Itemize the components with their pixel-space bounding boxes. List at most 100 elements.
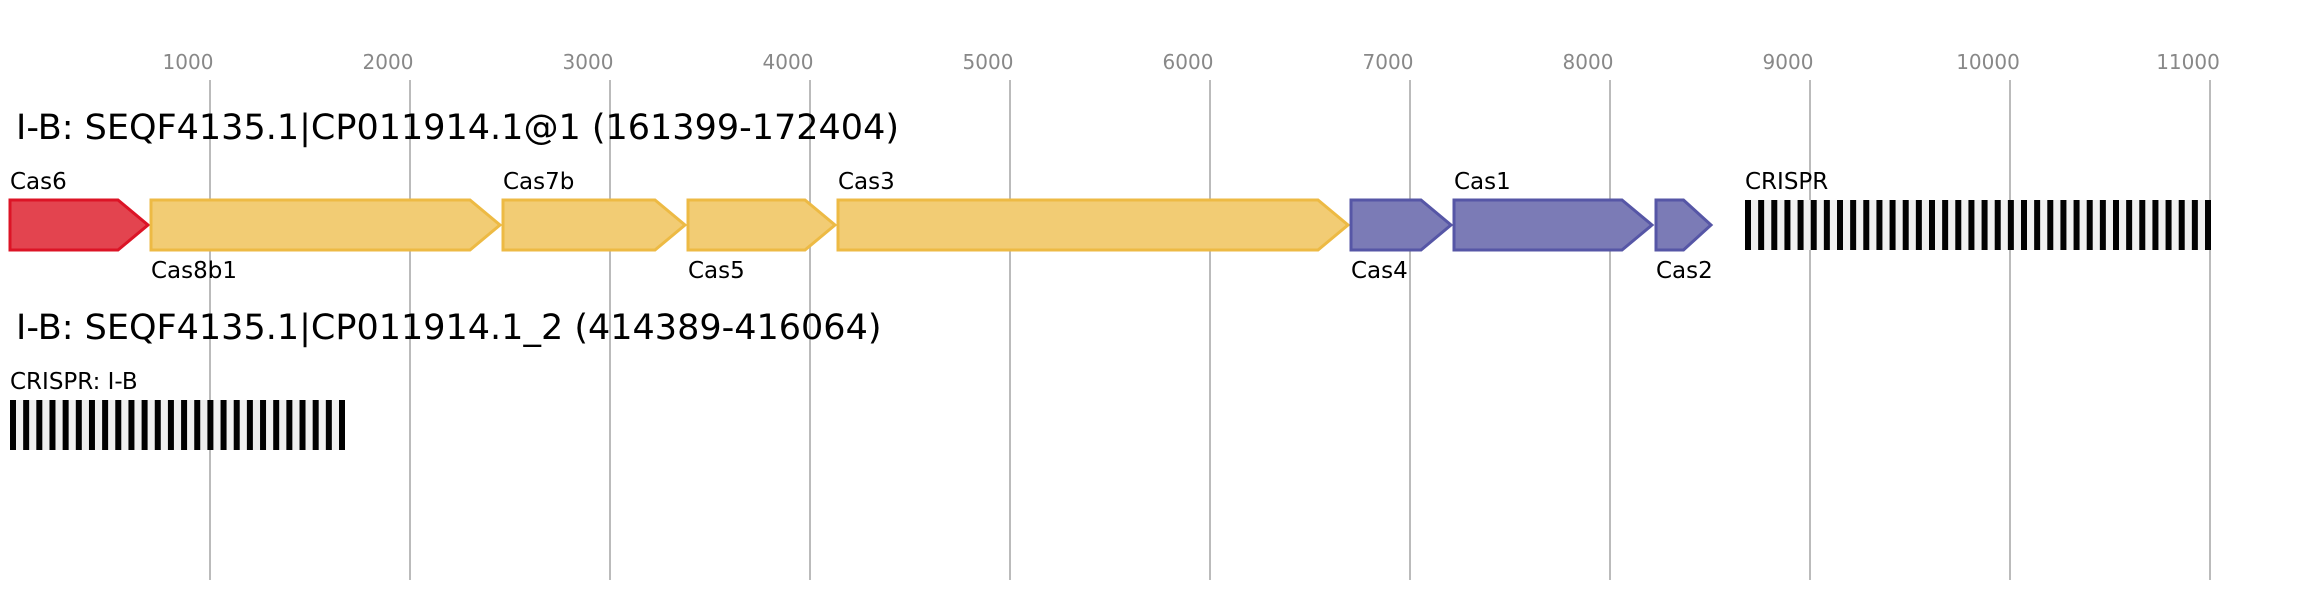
crispr-background (1745, 200, 2211, 250)
tick-label: 11000 (2156, 50, 2220, 74)
gene-arrow[interactable] (8, 198, 151, 252)
gene-cas3[interactable]: Cas3 (836, 169, 1351, 252)
crispr-repeat (246, 400, 253, 450)
crispr-repeat (2060, 200, 2067, 250)
gene-cas5[interactable]: Cas5 (686, 198, 838, 284)
crispr-repeat (1784, 200, 1791, 250)
gene-cas4[interactable]: Cas4 (1349, 198, 1454, 284)
crispr-repeat (1771, 200, 1778, 250)
feature-label: Cas3 (838, 169, 895, 195)
crispr-repeat (181, 400, 188, 450)
crispr-repeat (1837, 200, 1843, 250)
crispr-repeat (2139, 200, 2146, 250)
crispr-repeat (102, 400, 109, 450)
crispr-repeat (1915, 200, 1922, 250)
crispr-repeat (1929, 200, 1935, 250)
crispr-repeat (2205, 200, 2211, 250)
crispr-repeat (2152, 200, 2159, 250)
crispr-repeat (1889, 200, 1896, 250)
crispr-repeat (1968, 200, 1975, 250)
gene-arrow[interactable] (1452, 198, 1655, 252)
tick-label: 9000 (1763, 50, 1814, 74)
tick-label: 10000 (1956, 50, 2020, 74)
crispr-repeat (88, 400, 95, 450)
tick-label: 3000 (563, 50, 614, 74)
crispr-repeat (75, 400, 82, 450)
tick-label: 4000 (763, 50, 814, 74)
crispr-repeat (154, 400, 161, 450)
feature-label: Cas2 (1656, 258, 1713, 284)
crispr-repeat (2021, 200, 2027, 250)
tick-label: 1000 (163, 50, 214, 74)
row-title: I-B: SEQF4135.1|CP011914.1_2 (414389-416… (16, 308, 882, 348)
crispr-repeat (299, 400, 306, 450)
gene-cas6[interactable]: Cas6 (8, 169, 151, 252)
crispr-repeat (1863, 200, 1870, 250)
gene-arrow[interactable] (501, 198, 688, 252)
gene-arrow[interactable] (149, 198, 503, 252)
crispr-repeat (1850, 200, 1857, 250)
gene-cas8b1[interactable]: Cas8b1 (149, 198, 503, 284)
feature-label: Cas8b1 (151, 258, 237, 284)
feature-label: Cas6 (10, 169, 67, 195)
crispr-repeat (141, 400, 148, 450)
crispr-repeat (233, 400, 240, 450)
crispr-array[interactable]: CRISPR (1745, 169, 2211, 250)
tick-label: 2000 (363, 50, 414, 74)
crispr-repeat (2034, 200, 2041, 250)
crispr-repeat (62, 400, 69, 450)
crispr-repeat (194, 400, 201, 450)
crispr-repeat (36, 400, 43, 450)
crispr-repeat (2191, 200, 2198, 250)
gene-arrow[interactable] (1654, 198, 1714, 252)
gene-cas1[interactable]: Cas1 (1452, 169, 1655, 252)
crispr-repeat (273, 400, 280, 450)
crispr-repeat (286, 400, 293, 450)
feature-label: Cas7b (503, 169, 574, 195)
crispr-repeat (1955, 200, 1962, 250)
gene-cas7b[interactable]: Cas7b (501, 169, 688, 252)
feature-label: Cas1 (1454, 169, 1511, 195)
crispr-repeat (2165, 200, 2172, 250)
gene-cas2[interactable]: Cas2 (1654, 198, 1714, 284)
crispr-repeat (312, 400, 319, 450)
tick-label: 8000 (1563, 50, 1614, 74)
crispr-background (10, 400, 345, 450)
row-title: I-B: SEQF4135.1|CP011914.1@1 (161399-172… (16, 108, 899, 148)
feature-label: CRISPR (1745, 169, 1828, 195)
crispr-repeat (1942, 200, 1949, 250)
gene-arrow[interactable] (686, 198, 838, 252)
crispr-repeat (220, 400, 227, 450)
crispr-repeat (1758, 200, 1765, 250)
crispr-repeat (325, 400, 332, 450)
crispr-repeat (339, 400, 345, 450)
crispr-repeat (1745, 200, 1751, 250)
crispr-array[interactable]: CRISPR: I-B (10, 369, 345, 450)
gene-arrow[interactable] (836, 198, 1351, 252)
crispr-repeat (128, 400, 135, 450)
feature-label: Cas5 (688, 258, 745, 284)
crispr-repeat (2099, 200, 2106, 250)
crispr-repeat (1994, 200, 2001, 250)
crispr-repeat (167, 400, 174, 450)
gene-arrow[interactable] (1349, 198, 1454, 252)
crispr-repeat (2047, 200, 2054, 250)
crispr-repeat (1823, 200, 1830, 250)
operon-rows: I-B: SEQF4135.1|CP011914.1@1 (161399-172… (8, 108, 2211, 450)
crispr-repeat (23, 400, 30, 450)
crispr-repeat (2178, 200, 2185, 250)
tick-label: 6000 (1163, 50, 1214, 74)
crispr-repeat (260, 400, 267, 450)
feature-label: Cas4 (1351, 258, 1408, 284)
crispr-repeat (2007, 200, 2014, 250)
operon-row: I-B: SEQF4135.1|CP011914.1_2 (414389-416… (10, 308, 882, 450)
tick-label: 5000 (963, 50, 1014, 74)
feature-label: CRISPR: I-B (10, 369, 138, 395)
crispr-repeat (1902, 200, 1909, 250)
operon-row: I-B: SEQF4135.1|CP011914.1@1 (161399-172… (8, 108, 2211, 284)
crispr-repeat (2073, 200, 2080, 250)
crispr-repeat (1810, 200, 1817, 250)
crispr-repeat (49, 400, 56, 450)
